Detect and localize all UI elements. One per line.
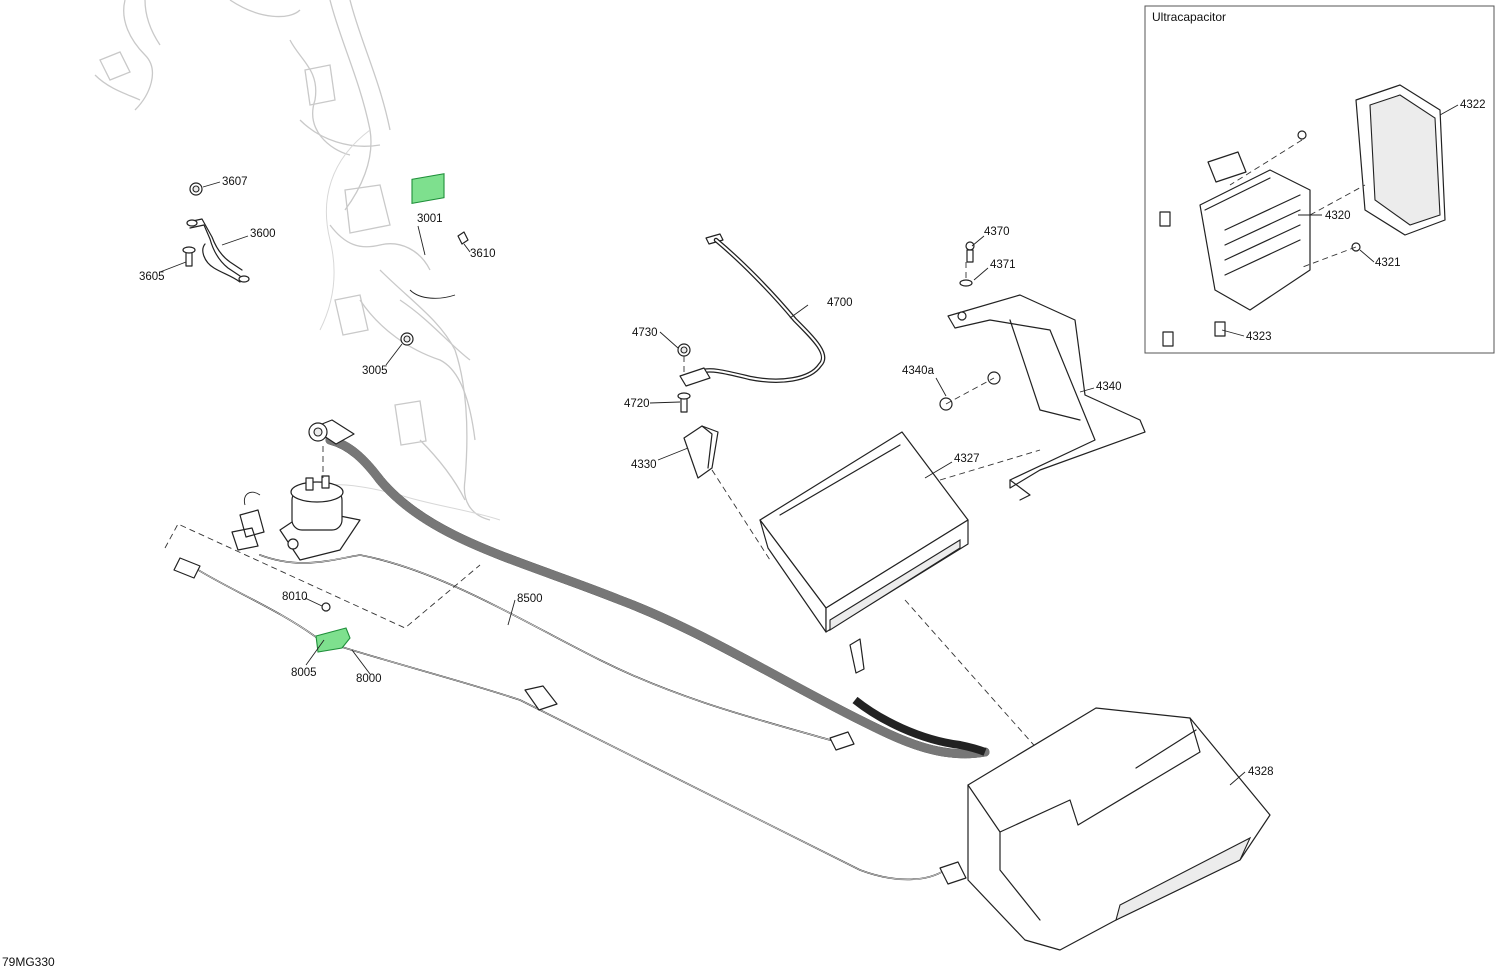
callout-4327: 4327: [954, 453, 980, 465]
assembly-outline: [164, 523, 481, 629]
callout-3605: 3605: [139, 271, 165, 283]
callout-3607: 3607: [222, 176, 248, 188]
callout-4328: 4328: [1248, 766, 1274, 778]
battery-cover-4328: [967, 707, 1271, 951]
callout-4340: 4340: [1096, 381, 1122, 393]
terminal-cover-4330: [683, 425, 771, 561]
battery-4327: [759, 431, 1041, 753]
callout-labels: 3607 3600 3605 3001 3610 3005 4730 4720 …: [139, 99, 1486, 778]
callout-3005: 3005: [362, 365, 388, 377]
relay-bracket-3001: [400, 173, 469, 346]
callout-3610: 3610: [470, 248, 496, 260]
ultracapacitor-inset: Ultracapacitor: [1144, 5, 1495, 354]
callout-4340a: 4340a: [902, 365, 935, 377]
callout-8500: 8500: [517, 593, 543, 605]
inset-title: Ultracapacitor: [1152, 10, 1226, 24]
callout-4700: 4700: [827, 297, 853, 309]
callout-8010: 8010: [282, 591, 308, 603]
callout-4323: 4323: [1246, 331, 1272, 343]
callout-3600: 3600: [250, 228, 276, 240]
callout-4720: 4720: [624, 398, 650, 410]
starter-solenoid: [231, 446, 361, 561]
callout-4330: 4330: [631, 459, 657, 471]
battery-cable-4700: [677, 233, 826, 413]
callout-3001: 3001: [417, 213, 443, 225]
callout-4371: 4371: [990, 259, 1016, 271]
callout-4321: 4321: [1375, 257, 1401, 269]
callout-8005: 8005: [291, 667, 317, 679]
callout-4370: 4370: [984, 226, 1010, 238]
battery-bracket-4340: [939, 241, 1146, 501]
callout-4320: 4320: [1325, 210, 1351, 222]
ground-strap-3600: [182, 182, 250, 283]
thin-wires: [173, 554, 967, 885]
leader-lines: [159, 104, 1459, 786]
main-cable-8500: [308, 419, 990, 759]
callout-4730: 4730: [632, 327, 658, 339]
callout-4322: 4322: [1460, 99, 1486, 111]
callout-8000: 8000: [356, 673, 382, 685]
figure-id: 79MG330: [2, 955, 55, 969]
background-wiring-harness: [94, 0, 501, 521]
